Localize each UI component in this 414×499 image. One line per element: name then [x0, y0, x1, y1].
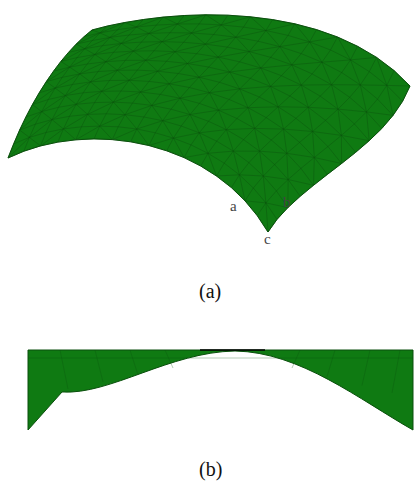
surface-mesh — [8, 15, 410, 232]
surface-fill — [8, 15, 410, 232]
top-line — [200, 349, 265, 351]
side-view-fill — [28, 350, 413, 430]
subfigure-caption: (a) — [199, 281, 221, 301]
point-label: a — [230, 199, 237, 214]
side-view-mesh — [28, 350, 413, 430]
mesh-line — [28, 350, 413, 393]
point-label: c — [264, 232, 271, 247]
subfigure-caption: (b) — [199, 459, 222, 479]
point-label: b — [283, 195, 291, 210]
mesh-line — [8, 15, 410, 232]
